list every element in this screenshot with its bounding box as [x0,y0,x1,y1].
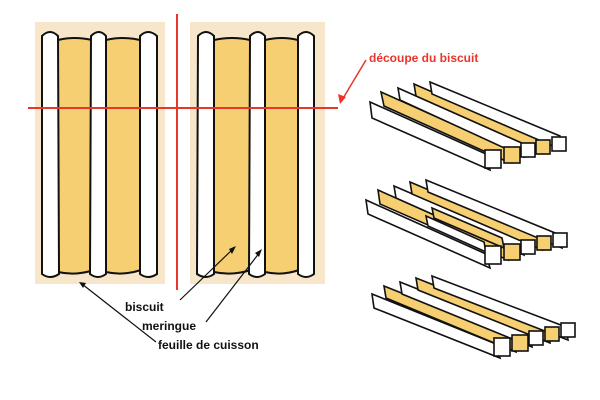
biscuit-strip [57,37,96,275]
meringue-strip [41,31,61,278]
tray-left [35,22,165,284]
meringue-strip [247,31,266,278]
cut-arrow [338,59,367,104]
cut-label: découpe du biscuit [369,51,478,65]
stack-top [369,80,567,172]
stack-bottom [371,274,576,360]
biscuit-strip [213,37,253,275]
pointer-arrows [79,246,262,343]
biscuit-strip [105,37,143,275]
meringue-strip [88,31,107,278]
tray-right [190,22,325,284]
meringue-strip [195,31,215,278]
cut-lines [28,14,338,290]
stack-middle [365,178,568,270]
meringue-strip [297,31,315,278]
label-paper: feuille de cuisson [158,338,259,352]
meringue-strip [139,31,158,278]
label-biscuit: biscuit [125,300,164,314]
biscuit-strip [264,37,301,275]
label-meringue: meringue [142,319,196,333]
